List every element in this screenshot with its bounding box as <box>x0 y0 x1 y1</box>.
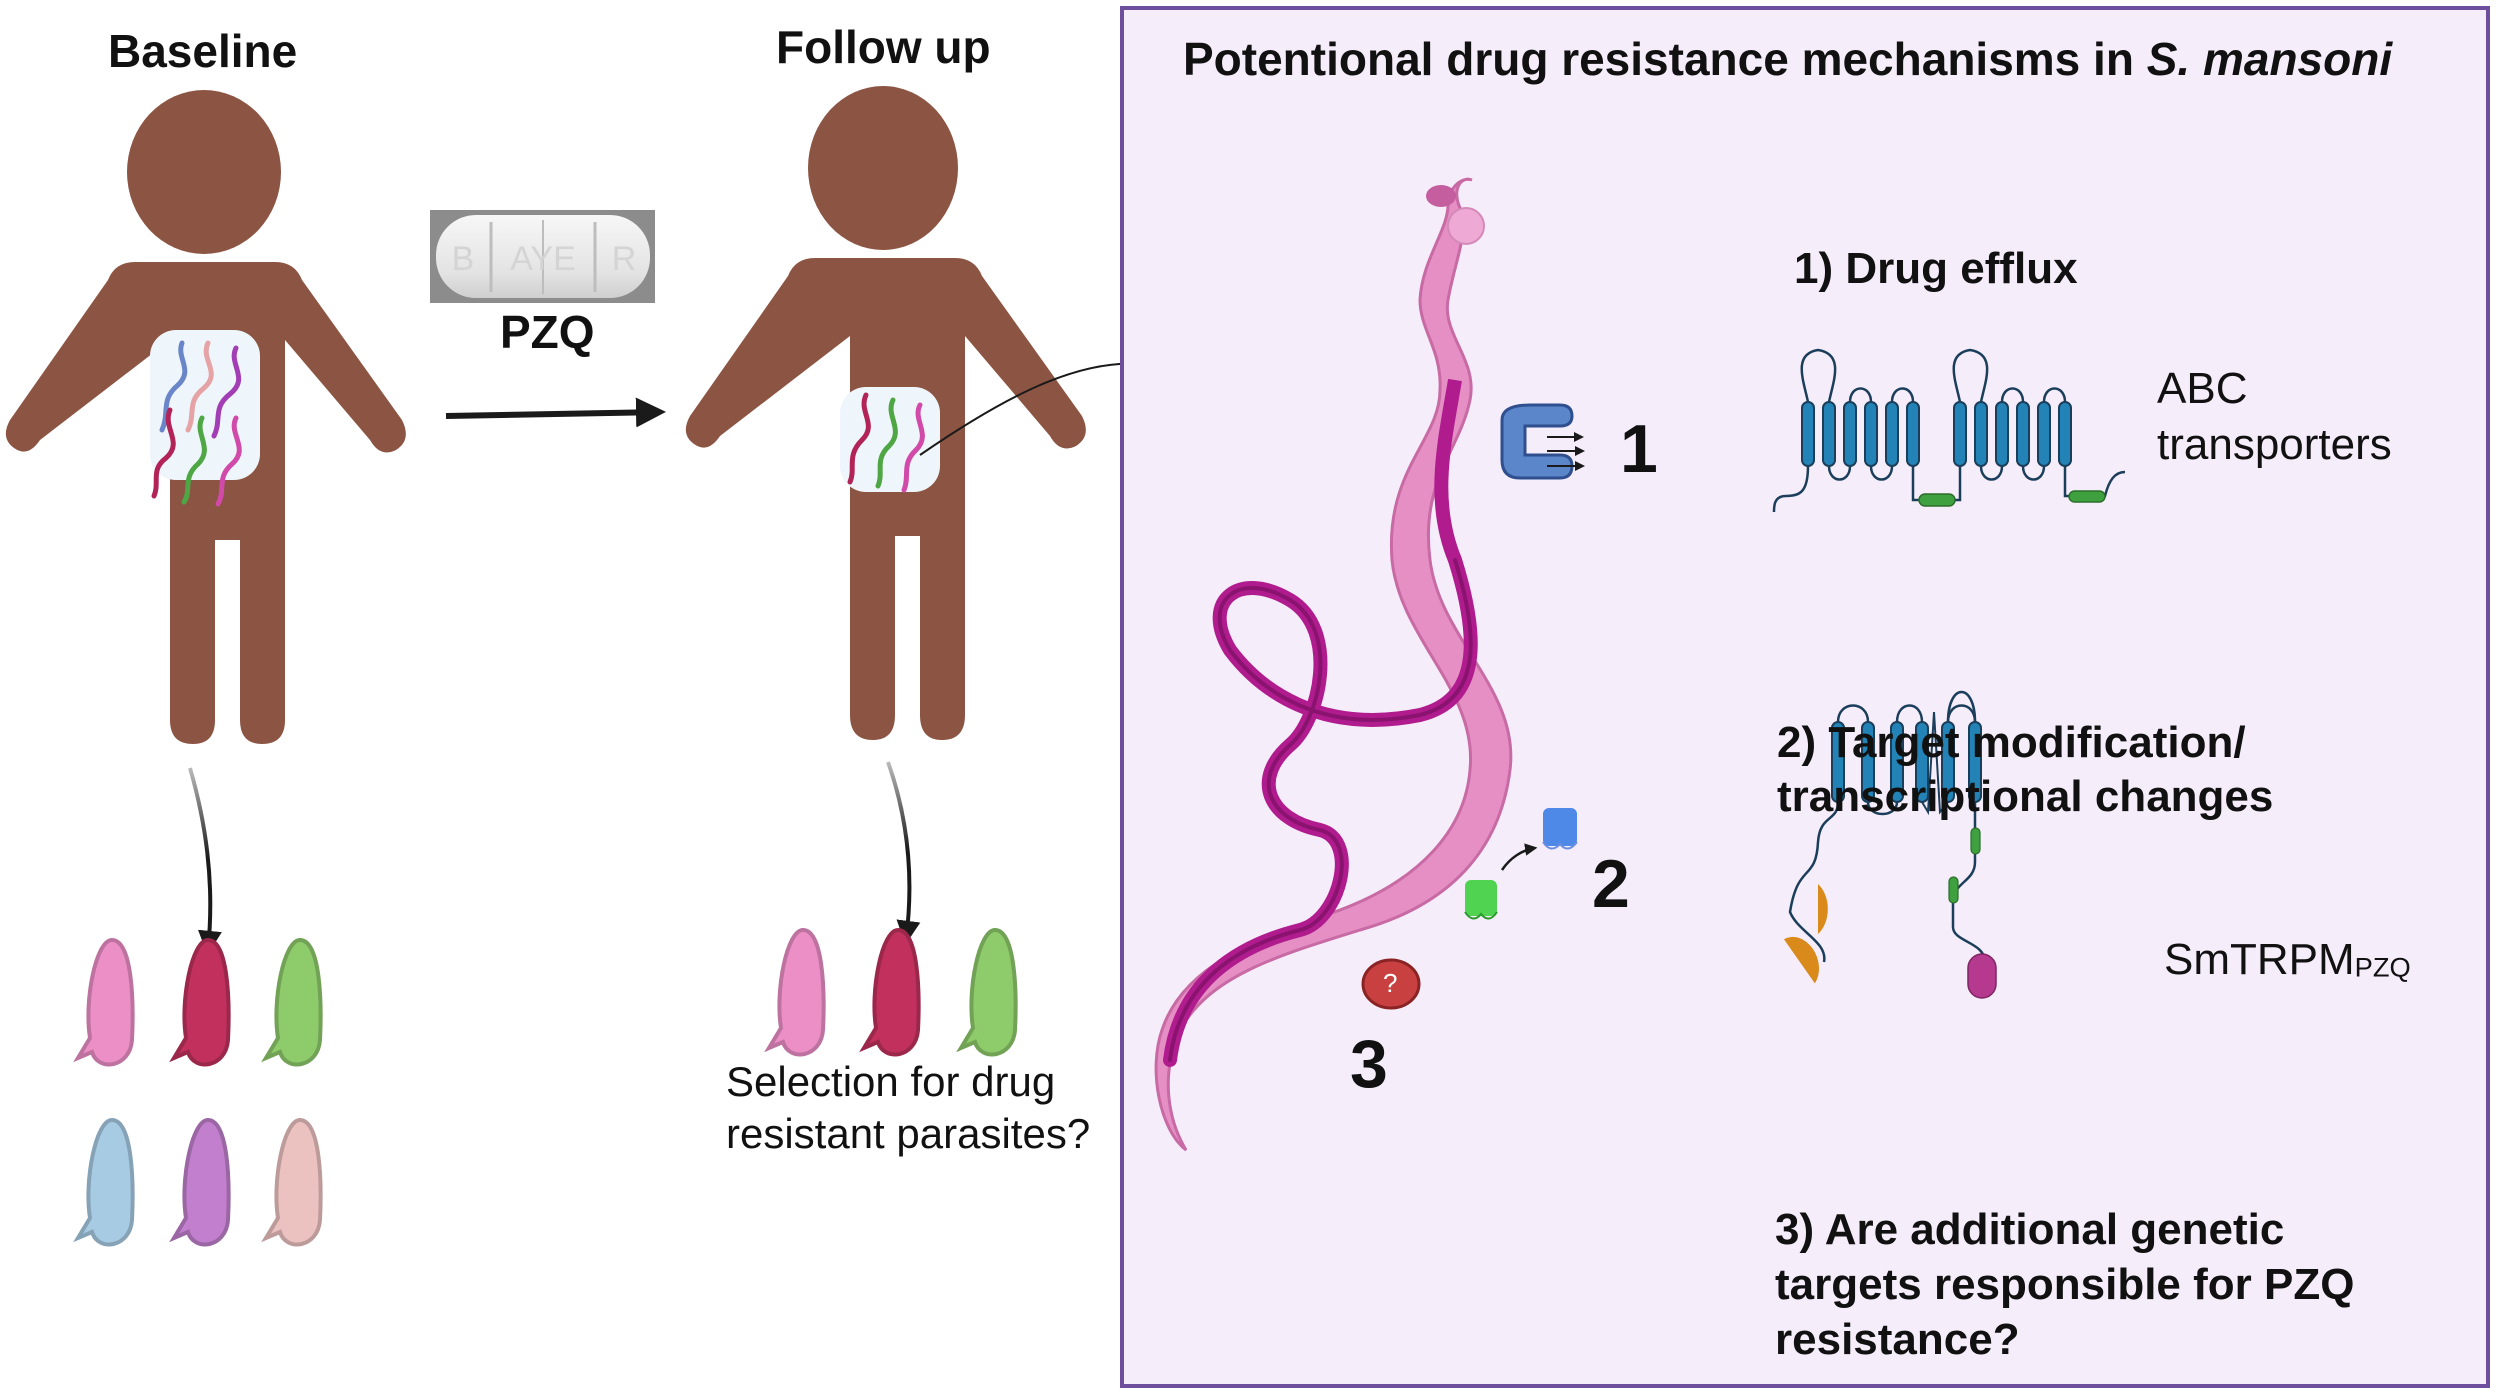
mechanism-3-line1: 3) Are additional genetic <box>1775 1205 2285 1254</box>
baseline-label: Baseline <box>108 25 298 77</box>
helix <box>1822 401 1836 467</box>
question-mark: ? <box>1383 968 1398 998</box>
followup-label: Follow up <box>776 21 991 73</box>
baseline-head <box>127 90 281 254</box>
baseline-body <box>5 262 406 744</box>
egg-icon <box>169 1117 231 1247</box>
worm-oral-sucker <box>1426 185 1456 207</box>
unknown-target-icon <box>1361 958 1421 1010</box>
mechanism-2-heading-line2: transcriptional changes <box>1777 772 2274 821</box>
helix <box>1885 401 1899 467</box>
helix <box>1953 401 1967 467</box>
egg-icon <box>261 937 323 1067</box>
mechanism-2-label-main: SmTRPM <box>2164 935 2355 984</box>
pill-imprint-3: R <box>612 240 637 278</box>
marker-3: 3 <box>1350 1026 1388 1102</box>
panel-title: Potentional drug resistance mechanisms i… <box>1183 32 2392 86</box>
marker-2: 2 <box>1592 846 1630 922</box>
target-protein-blue-icon <box>1542 808 1578 850</box>
helix <box>1801 401 1815 467</box>
mechanism-2-label: SmTRPMPZQ <box>2164 935 2411 985</box>
melastatin-domain <box>1818 884 1828 934</box>
followup-head <box>808 86 958 250</box>
panel-title-species: S. mansoni <box>2146 33 2393 85</box>
mutated-protein-green-icon <box>1464 880 1498 920</box>
egg-icon <box>169 937 231 1067</box>
egg-icon <box>261 1117 323 1247</box>
helix <box>2058 401 2072 467</box>
mechanism-2-label-sub: PZQ <box>2354 951 2411 983</box>
worm-ventral-sucker <box>1447 207 1485 245</box>
followup-to-eggs-arrow <box>886 761 921 945</box>
nbd-domain <box>2068 490 2106 503</box>
baseline-infection-window <box>150 330 260 480</box>
egg-icon <box>73 1117 135 1247</box>
nbd-domain <box>1918 493 1956 507</box>
mechanism-3-line3: resistance? <box>1775 1315 2020 1364</box>
helix <box>2037 401 2051 467</box>
egg-icon <box>764 927 826 1057</box>
selection-caption-line1: Selection for drug <box>726 1058 1056 1105</box>
panel-title-main: Potentional drug resistance mechanisms i… <box>1183 33 2147 85</box>
mechanism-3-line2: targets responsible for PZQ <box>1775 1260 2355 1309</box>
coiled-coil-domain <box>1948 876 1959 904</box>
melastatin-domain <box>1783 936 1820 984</box>
egg-icon <box>859 927 921 1057</box>
abc-transporter-diagram <box>1772 348 2126 513</box>
coiled-coil-domain <box>1970 827 1981 855</box>
mechanism-2-heading-line1: 2) Target modification/ <box>1777 718 2246 767</box>
baseline-person <box>5 90 406 744</box>
baseline-worms <box>151 340 242 507</box>
followup-eggs <box>764 927 1018 1057</box>
helix <box>1974 401 1988 467</box>
treatment-arrow <box>445 397 666 428</box>
followup-body <box>685 258 1086 740</box>
drug-label: PZQ <box>500 306 595 358</box>
pzq-pill: B AYE R <box>430 210 655 303</box>
modification-arrow <box>1500 843 1538 871</box>
mechanism-1-label-line1: ABC <box>2157 364 2248 413</box>
helix <box>1906 401 1920 467</box>
baseline-eggs <box>73 937 323 1247</box>
helix <box>1843 401 1857 467</box>
selection-caption-line2: resistant parasites? <box>726 1110 1091 1157</box>
helix <box>1864 401 1878 467</box>
egg-icon <box>956 927 1018 1057</box>
helix <box>2016 401 2030 467</box>
egg-icon <box>73 937 135 1067</box>
followup-person <box>685 86 1086 740</box>
trpm-channel-diagram <box>1783 690 1997 999</box>
mechanism-1-label-line2: transporters <box>2157 420 2392 469</box>
mechanisms-panel <box>1120 6 2490 1388</box>
baseline-to-eggs-arrow <box>188 767 222 955</box>
followup-worms <box>847 392 925 493</box>
schistosome-worm <box>1154 177 1513 1152</box>
kinase-domain <box>1967 953 1997 999</box>
marker-1: 1 <box>1620 411 1658 487</box>
pill-imprint-1: B <box>452 240 475 278</box>
pill-imprint-2: AYE <box>510 240 576 278</box>
efflux-pump-icon <box>1500 403 1585 480</box>
helix <box>1995 401 2009 467</box>
mechanism-1-heading: 1) Drug efflux <box>1794 244 2078 293</box>
